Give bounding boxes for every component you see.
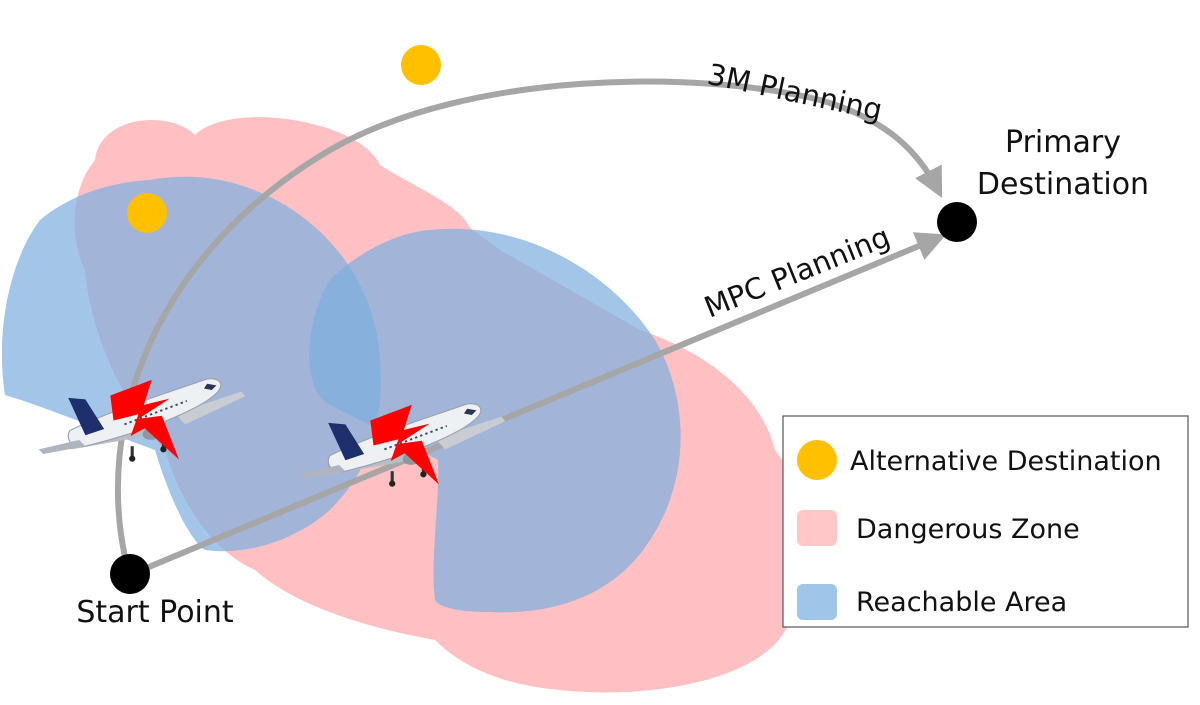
primary-destination-label-line1: Primary <box>1005 125 1121 160</box>
legend: Alternative Destination Dangerous Zone R… <box>782 415 1189 628</box>
legend-item-alternative-destination: Alternative Destination <box>797 440 1162 480</box>
legend-swatch-reachable-area <box>797 584 837 620</box>
legend-swatch-alternative-destination <box>797 440 837 480</box>
alternative-destination-left <box>127 193 167 233</box>
legend-swatch-dangerous-zone <box>797 510 837 546</box>
start-point-node <box>110 554 150 594</box>
primary-destination-label-line2: Destination <box>977 167 1149 202</box>
reachable-area-left <box>1 176 381 552</box>
path-3m-label: 3M Planning <box>705 57 886 127</box>
legend-item-dangerous-zone: Dangerous Zone <box>797 510 1080 546</box>
legend-label-alternative-destination: Alternative Destination <box>850 446 1162 477</box>
legend-label-dangerous-zone: Dangerous Zone <box>856 514 1080 545</box>
legend-box <box>782 415 1189 628</box>
path-3m-planning <box>114 78 943 571</box>
path-mpc-planning <box>130 232 947 577</box>
path-mpc-label: MPC Planning <box>699 219 894 324</box>
start-point-label: Start Point <box>76 595 234 630</box>
alternative-destination-top <box>401 45 441 85</box>
legend-item-reachable-area: Reachable Area <box>797 584 1067 620</box>
legend-label-reachable-area: Reachable Area <box>856 587 1067 618</box>
primary-destination-node <box>937 202 977 242</box>
